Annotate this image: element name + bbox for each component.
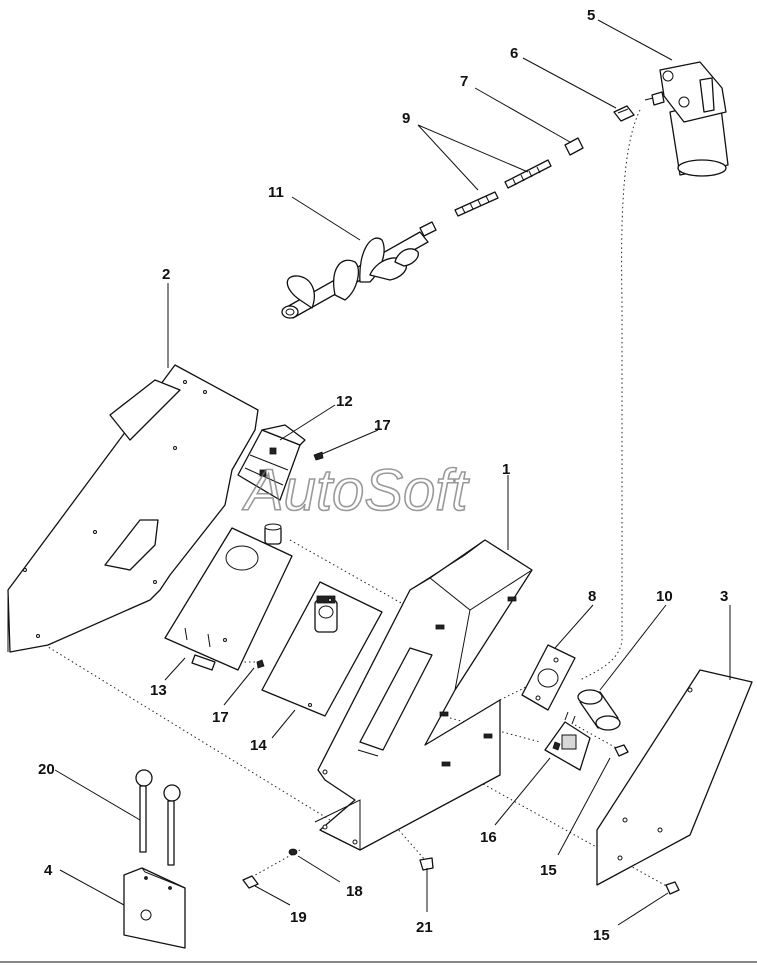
spring-part-9 (454, 159, 552, 217)
auger-part-11 (281, 221, 437, 319)
callout-9: 9 (402, 110, 410, 127)
callout-labels: 5 6 7 9 11 2 12 17 1 8 10 3 13 17 14 20 … (38, 7, 728, 944)
callout-4: 4 (44, 862, 53, 879)
callout-20: 20 (38, 761, 55, 778)
gasket-part-8 (521, 644, 576, 711)
callout-18: 18 (346, 883, 363, 900)
plate-part-14 (261, 581, 383, 717)
motor-part-5 (644, 61, 729, 177)
callout-14: 14 (250, 737, 267, 754)
switch-part-16 (544, 711, 591, 771)
callout-21: 21 (416, 919, 433, 936)
watermark-text: AutoSoft (242, 458, 470, 523)
side-panel-left (7, 364, 259, 653)
callout-6: 6 (510, 45, 518, 62)
housing-part-1 (314, 539, 533, 851)
bolt-part-19 (242, 875, 259, 889)
leader-lines (54, 19, 731, 926)
callout-2: 2 (162, 266, 170, 283)
side-panel-right (596, 669, 753, 886)
callout-10: 10 (656, 588, 673, 605)
bolt-part-21 (419, 857, 434, 871)
pin-part-7 (564, 137, 584, 156)
callout-19: 19 (290, 909, 307, 926)
block-part-4 (123, 867, 186, 949)
nut-part-15 (614, 744, 680, 895)
callout-11: 11 (268, 184, 284, 201)
callout-1: 1 (502, 461, 510, 478)
callout-17-top: 17 (374, 417, 391, 434)
callout-15-middle: 15 (540, 862, 557, 879)
screw-part-17 (256, 451, 324, 669)
clip-part-6 (613, 105, 635, 122)
callout-7: 7 (460, 73, 468, 90)
callout-17-bottom: 17 (212, 709, 229, 726)
plate-part-13 (164, 523, 293, 671)
callout-3: 3 (720, 588, 728, 605)
callout-16: 16 (480, 829, 497, 846)
callout-8: 8 (588, 588, 596, 605)
callout-15-bottom: 15 (593, 927, 610, 944)
cylinder-part-10 (577, 689, 621, 731)
callout-13: 13 (150, 682, 167, 699)
ring-pins-part-20 (135, 769, 181, 866)
callout-12: 12 (336, 393, 353, 410)
bracket-part-12 (237, 424, 306, 501)
washer-part-18 (288, 848, 298, 856)
callout-5: 5 (587, 7, 595, 24)
